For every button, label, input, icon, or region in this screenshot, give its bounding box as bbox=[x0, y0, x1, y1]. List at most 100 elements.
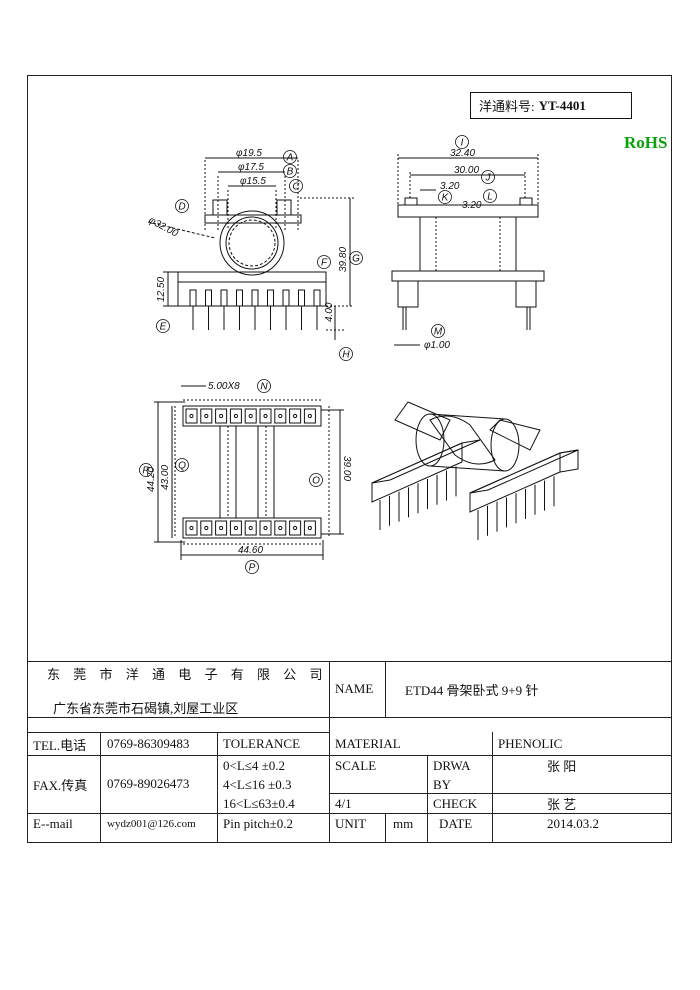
front-pin-shoulder bbox=[220, 289, 228, 307]
date-value: 2014.03.2 bbox=[547, 815, 599, 831]
callout-circle-b bbox=[283, 164, 297, 178]
top-pin-hole bbox=[263, 413, 268, 419]
front-pin-shoulder bbox=[313, 289, 321, 307]
front-view-pins bbox=[189, 289, 321, 330]
callout-letter-g: G bbox=[352, 254, 360, 265]
isometric-view bbox=[371, 401, 579, 513]
callout-circle-p bbox=[245, 560, 259, 574]
callout-letter-o: O bbox=[312, 476, 320, 487]
top-pin-hole bbox=[293, 413, 298, 419]
bottom-pin-hole bbox=[307, 525, 312, 531]
front-pin-shoulder bbox=[189, 289, 197, 307]
top-pin-hole bbox=[278, 413, 283, 419]
material-label: MATERIAL bbox=[335, 736, 401, 751]
company-address: 广东省东莞市石碣镇,刘屋工业区 bbox=[53, 700, 239, 716]
callout-letter-k: K bbox=[442, 193, 450, 204]
check-value: 张 艺 bbox=[547, 797, 577, 812]
callout-letter-m: M bbox=[434, 327, 443, 338]
callout-letter-l: L bbox=[487, 192, 493, 203]
callout-letter-i: I bbox=[461, 138, 464, 149]
dim-w-bottom: 44.60 bbox=[238, 545, 263, 556]
side-view bbox=[391, 154, 545, 346]
name-label: NAME bbox=[335, 681, 374, 696]
callout-letter-d: D bbox=[178, 202, 185, 213]
dim-w-outer: 44.20 bbox=[146, 467, 157, 492]
title-block: 东 莞 市 洋 通 电 子 有 限 公 司 广东省东莞市石碣镇,刘屋工业区 NA… bbox=[27, 661, 672, 843]
bottom-pin-hole bbox=[219, 525, 224, 531]
callout-letter-n: N bbox=[260, 382, 268, 393]
dim-d-d: φ32.00 bbox=[147, 215, 180, 240]
date-label: DATE bbox=[439, 815, 473, 831]
callout-circle-q bbox=[175, 458, 189, 472]
callout-letter-a: A bbox=[286, 153, 294, 164]
callout-circle-g bbox=[349, 251, 363, 265]
unit-value: mm bbox=[393, 815, 414, 831]
callout-letter-f: F bbox=[321, 258, 328, 269]
front-pin-shoulder bbox=[251, 289, 259, 307]
tolerance-row-1: 0<L≤4 ±0.2 bbox=[223, 757, 286, 773]
callout-circle-k bbox=[438, 190, 452, 204]
material-value: PHENOLIC bbox=[498, 736, 563, 751]
bottom-pin-hole bbox=[233, 525, 238, 531]
callout-circle-d bbox=[175, 199, 189, 213]
callout-circle-f bbox=[317, 255, 331, 269]
dim-pitch: 5.00X8 bbox=[208, 381, 240, 392]
callout-letter-p: P bbox=[249, 563, 256, 574]
callout-circle-n bbox=[257, 379, 271, 393]
callout-circle-o bbox=[309, 473, 323, 487]
tolerance-row-3: 16<L≤63±0.4 bbox=[223, 795, 295, 811]
drawn-label-line-2: BY bbox=[433, 776, 452, 792]
callout-circle-m bbox=[431, 324, 445, 338]
part-number-box: 洋通料号: YT-4401 bbox=[470, 92, 632, 119]
email-value: wydz001@126.com bbox=[107, 817, 196, 830]
check-label: CHECK bbox=[433, 795, 478, 811]
bottom-pin-hole bbox=[293, 525, 298, 531]
drawn-label-line-1: DRWA bbox=[433, 757, 471, 773]
top-pin-hole bbox=[233, 413, 238, 419]
tolerance-row-2: 4<L≤16 ±0.3 bbox=[223, 776, 292, 792]
part-number-label: 洋通料号: bbox=[479, 99, 535, 114]
front-pin-shoulder bbox=[236, 289, 243, 307]
top-pin-hole bbox=[219, 413, 224, 419]
scale-label: SCALE bbox=[335, 757, 377, 773]
callout-letter-r: R bbox=[142, 466, 149, 477]
dim-d-c: φ15.5 bbox=[240, 176, 266, 187]
part-number-value: YT-4401 bbox=[538, 97, 586, 113]
bottom-pin-hole bbox=[263, 525, 268, 531]
callout-circle-a bbox=[283, 150, 297, 164]
callout-letter-b: B bbox=[287, 167, 294, 178]
top-pin-hole bbox=[204, 413, 209, 419]
dim-d-k: 3.20 bbox=[440, 181, 460, 192]
fax-label: FAX.传真 bbox=[33, 777, 88, 793]
drawn-by-value: 张 阳 bbox=[547, 759, 577, 774]
tel-value: 0769-86309483 bbox=[107, 736, 190, 751]
callout-letter-j: J bbox=[485, 173, 492, 184]
front-pin-shoulder bbox=[298, 289, 305, 307]
callout-circle-j bbox=[481, 170, 495, 184]
dim-w-mid: 30.00 bbox=[454, 165, 479, 176]
top-pin-hole bbox=[248, 413, 253, 419]
email-label: E--mail bbox=[33, 815, 73, 831]
front-view bbox=[147, 157, 354, 340]
top-view bbox=[154, 385, 344, 560]
bottom-pin-hole bbox=[204, 525, 209, 531]
isometric-view-pins bbox=[379, 466, 555, 540]
callout-circle-e bbox=[156, 319, 170, 333]
callout-letter-q: Q bbox=[178, 461, 186, 472]
dim-pin-d: φ1.00 bbox=[424, 340, 450, 351]
bottom-pin-hole bbox=[189, 525, 194, 531]
technical-drawing: φ19.5 φ17.5 φ15.5 φ32.00 39.80 4.00 12.5… bbox=[139, 135, 579, 574]
dim-d-a: φ19.5 bbox=[236, 148, 262, 159]
front-pin-shoulder bbox=[282, 289, 290, 307]
dim-d-l: 3.20 bbox=[462, 200, 482, 211]
bottom-pin-hole bbox=[248, 525, 253, 531]
bottom-pin-hole bbox=[278, 525, 283, 531]
tolerance-label: TOLERANCE bbox=[223, 736, 301, 751]
callout-circle-h bbox=[339, 347, 353, 361]
scale-value: 4/1 bbox=[335, 795, 352, 811]
callout-circle-i bbox=[455, 135, 469, 149]
company-name: 东 莞 市 洋 通 电 子 有 限 公 司 bbox=[47, 666, 328, 682]
top-pin-hole bbox=[189, 413, 194, 419]
top-view-pin-pads bbox=[185, 408, 316, 536]
